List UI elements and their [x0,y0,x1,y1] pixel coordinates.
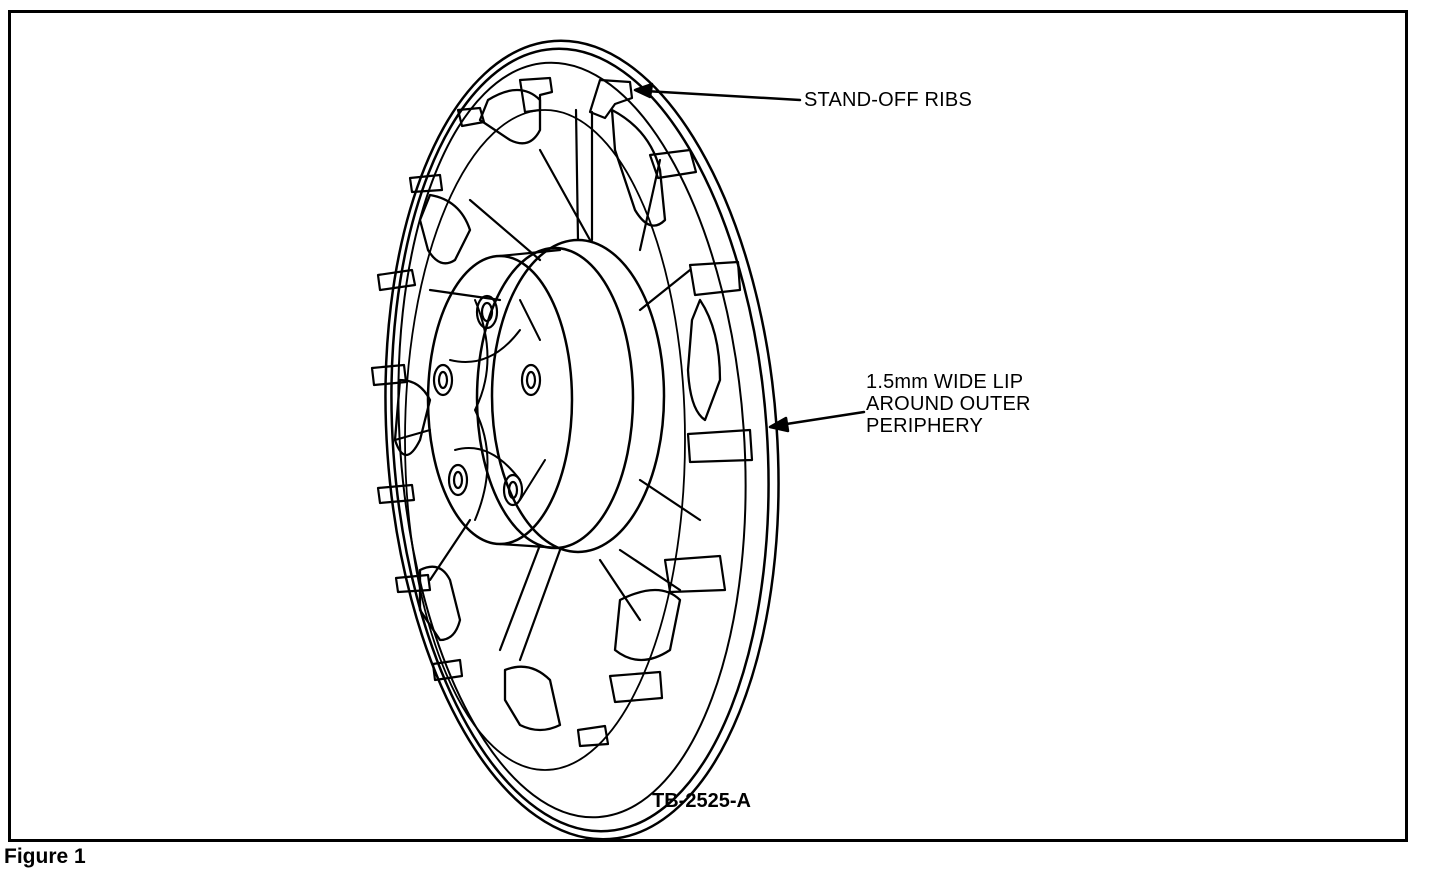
lip-label-line-3: PERIPHERY [866,415,984,437]
figure-caption: Figure 1 [4,845,86,868]
leader-arrows [633,82,866,433]
drawing-number: TB-2525-A [652,790,751,812]
lug-holes [432,294,542,507]
window-slots [393,88,722,732]
inner-face [404,109,686,771]
figure-frame [8,10,1408,842]
lip-label: 1.5mm WIDE LIP AROUND OUTER PERIPHERY [866,371,1031,437]
lip-label-line-1: 1.5mm WIDE LIP [866,371,1024,393]
stand-off-ribs-label: STAND-OFF RIBS [804,89,972,111]
clips [370,76,754,748]
center-hub [426,238,666,554]
lip-label-line-2: AROUND OUTER [866,393,1031,415]
